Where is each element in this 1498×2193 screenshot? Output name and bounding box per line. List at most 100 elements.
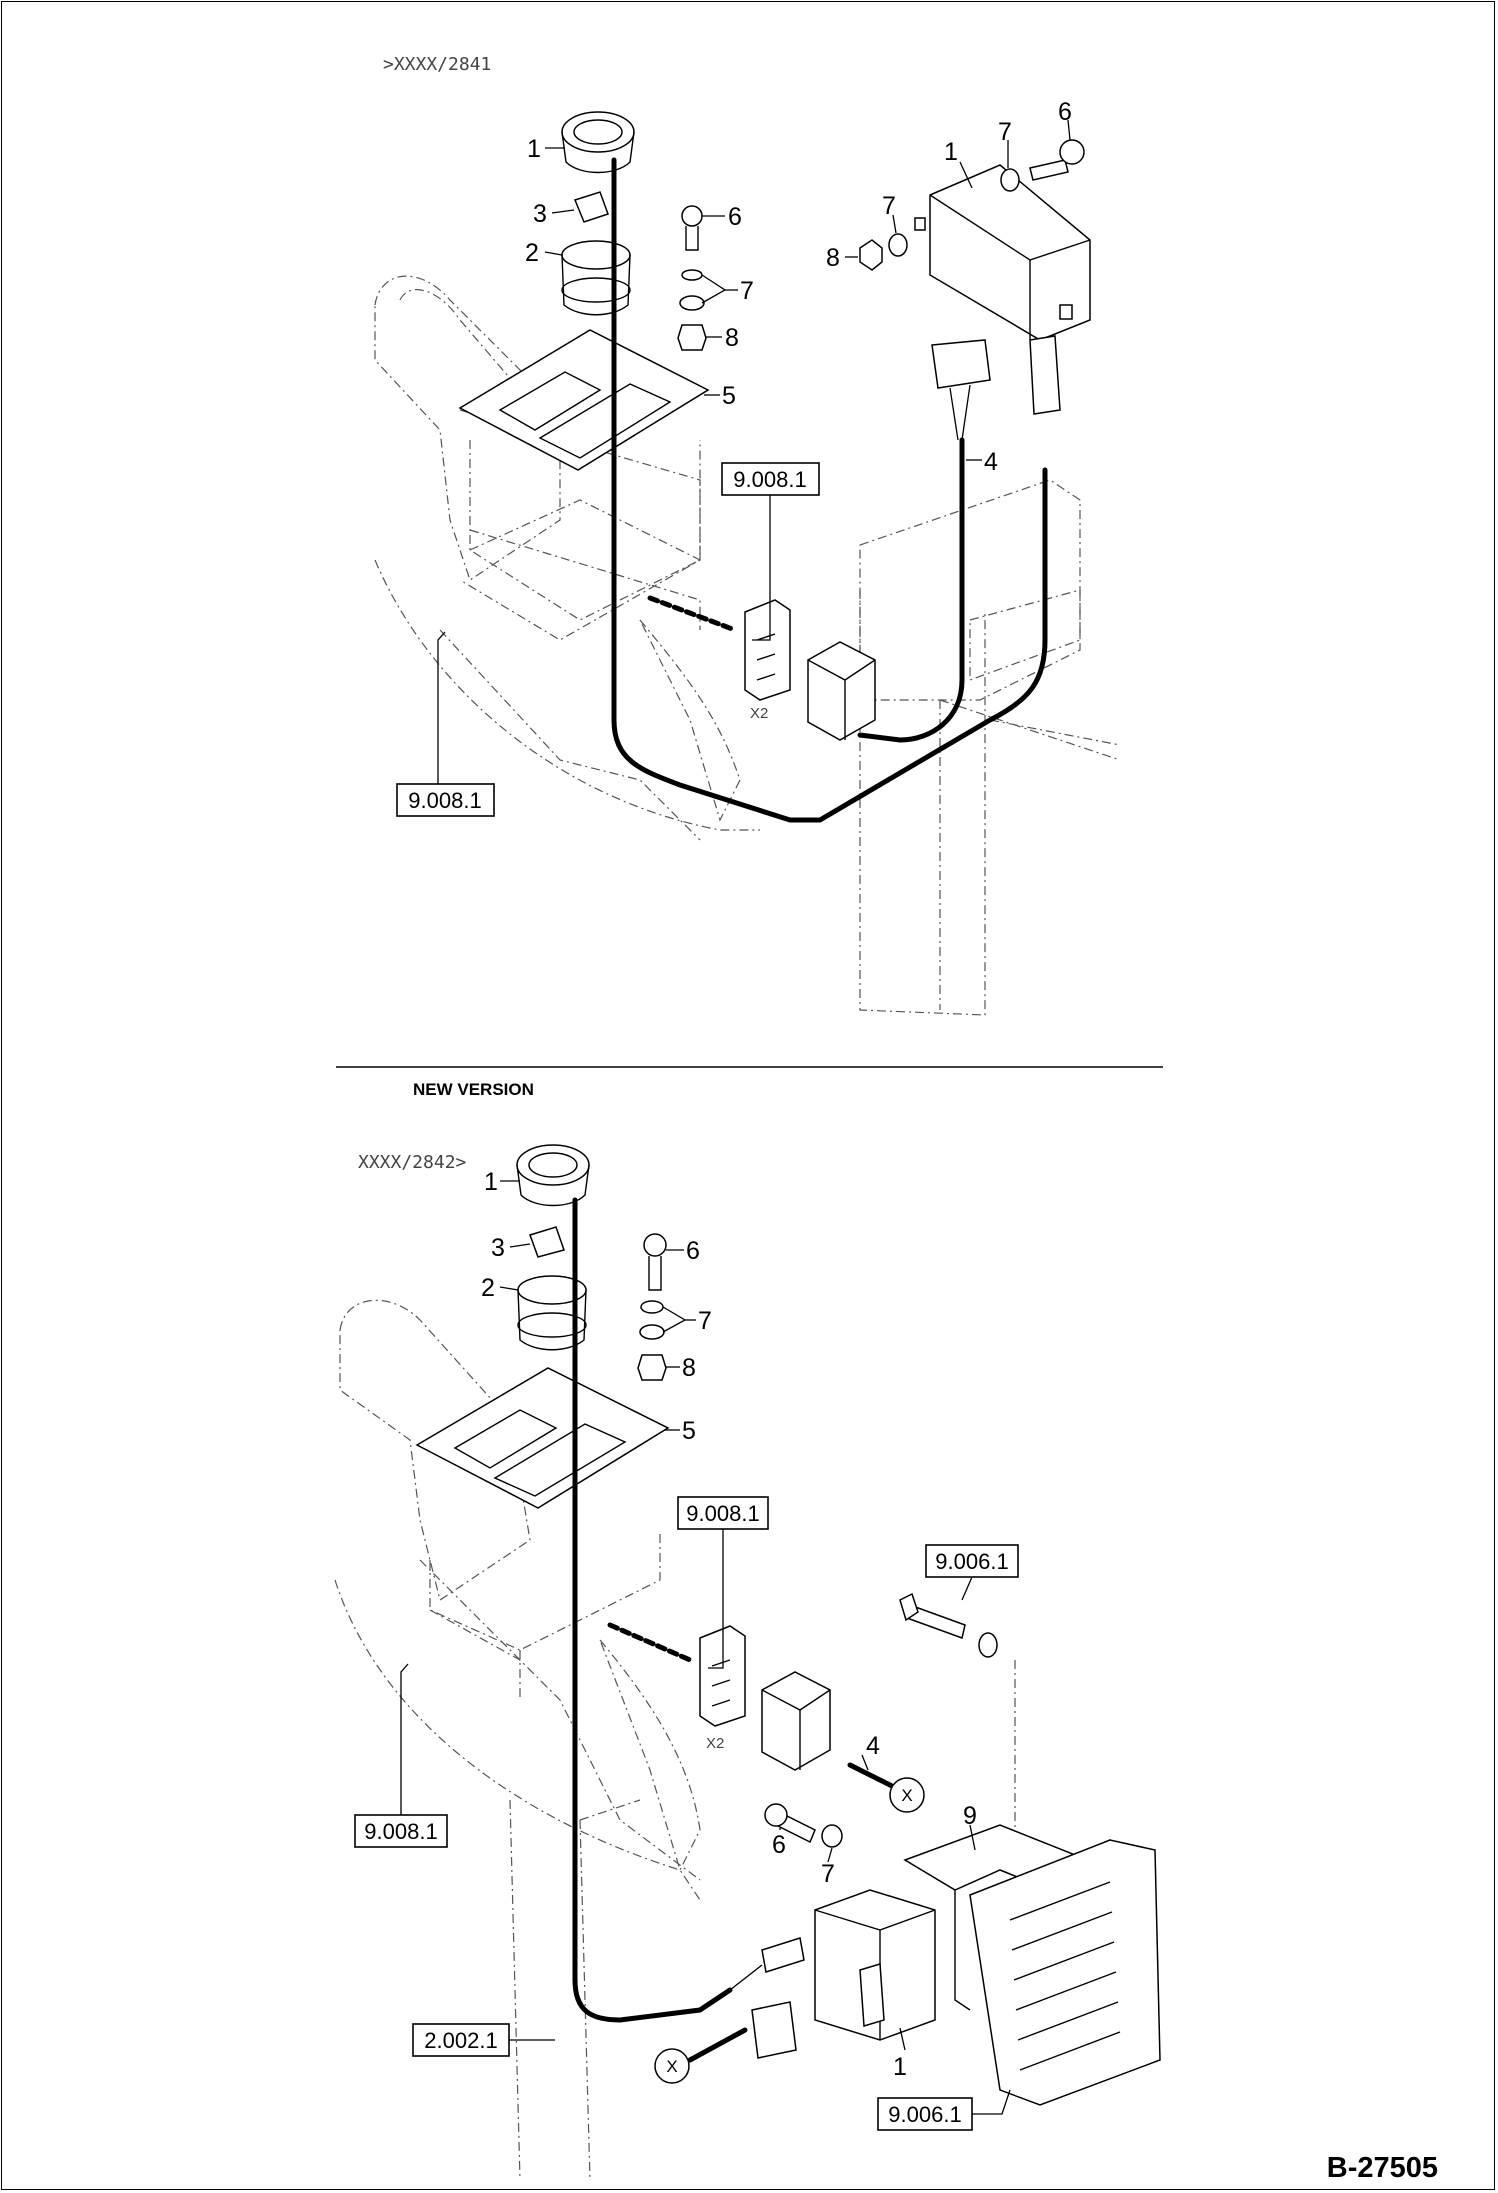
bottom-ref-cable: 2.002.1 (412, 2023, 555, 2057)
bottom-junction-mark-2 (654, 2048, 690, 2084)
bottom-callouts: 1 3 2 6 7 8 5 4 9 6 7 1 (481, 1168, 977, 2081)
bottom-cable-plug (761, 1937, 805, 1973)
top-module-nut (859, 239, 883, 271)
top-frame-outline-5 (374, 559, 760, 831)
bottom-washer-2 (639, 1324, 665, 1340)
bottom-module-pins (859, 1963, 885, 2027)
bottom-callout-bracket-washer: 7 (821, 1860, 835, 1888)
bottom-socket-block-edges (761, 1689, 831, 1770)
bottom-connector-x2 (699, 1625, 746, 1727)
bottom-ref-bolt-text: 9.006.1 (935, 1549, 1008, 1574)
bottom-bracket-washer (821, 1824, 843, 1848)
top-harness-plug (931, 339, 991, 389)
bottom-callout-ignition-ring: 1 (484, 1168, 498, 1196)
bottom-callout-bracket: 9 (963, 1802, 977, 1830)
top-ignition-ring-inner (573, 119, 623, 145)
top-floor-line (939, 699, 1121, 761)
bottom-pillar (509, 1799, 641, 2181)
bottom-junction-mark-2-text: X (666, 2057, 677, 2076)
top-switch-ring (561, 277, 631, 303)
top-module-screw-head (1059, 139, 1085, 165)
bottom-harness-4 (847, 1762, 903, 1793)
bottom-connector-x2-pins (711, 1659, 731, 1707)
bottom-callout-key: 3 (491, 1234, 505, 1262)
top-harness-4 (857, 437, 965, 743)
top-module-tab-2 (914, 217, 926, 231)
top-callout-plate: 5 (722, 382, 736, 410)
bottom-switch-ring (517, 1312, 587, 1338)
top-console-box (469, 440, 701, 621)
top-callout-module: 1 (944, 138, 958, 166)
top-module-plug (1029, 335, 1061, 415)
bottom-bracket-screw-head (764, 1803, 788, 1827)
bottom-ref-connector: 9.008.1 (677, 1496, 769, 1669)
bottom-junction-mark-1-text: X (901, 1786, 912, 1805)
top-washer-1 (681, 269, 703, 281)
top-view: >XXXX/2841 (374, 54, 1121, 1016)
bottom-harness-x (687, 2027, 748, 2063)
bottom-console-box (429, 1530, 661, 1651)
bottom-bracket-edge (954, 1890, 971, 2011)
bottom-ref-bolt: 9.006.1 (925, 1544, 1019, 1601)
bottom-screw-shank (648, 1256, 662, 1291)
bottom-connector-label: X2 (706, 1735, 724, 1752)
top-callout-module-screw: 6 (1058, 98, 1072, 126)
top-connector-label: X2 (750, 705, 768, 722)
bottom-ignition-ring (516, 1144, 590, 1186)
top-callout-key: 3 (533, 200, 547, 228)
top-plate-slot-1 (498, 371, 602, 431)
top-control-module (929, 164, 1091, 341)
bottom-ref-panel-text: 9.008.1 (364, 1819, 437, 1844)
bottom-key-icon (529, 1226, 565, 1258)
bottom-console-box-2 (429, 1609, 521, 1700)
bottom-ignition-ring-body (516, 1164, 590, 1207)
top-bracket-outline-2 (969, 589, 1081, 681)
bottom-frame-outline-1 (339, 1299, 531, 1601)
bottom-callout-washers: 7 (698, 1307, 712, 1335)
bottom-frame-outline-2 (334, 1579, 701, 1901)
bottom-plate-slot-2 (493, 1423, 627, 1497)
top-floor-line-2 (989, 719, 1121, 746)
top-callout-washers: 7 (740, 277, 754, 305)
top-module-tab (1059, 304, 1073, 320)
bottom-callout-harness: 4 (866, 1732, 880, 1760)
top-callout-ignition-ring: 1 (527, 135, 541, 163)
top-callout-module-nut: 8 (826, 244, 840, 272)
top-side-panel (639, 619, 741, 822)
top-switch (561, 240, 631, 270)
bottom-ignition-ring-inner (528, 1152, 578, 1178)
bottom-bracket-bolt-washer (978, 1632, 998, 1658)
top-callout-switch: 2 (525, 239, 539, 267)
bottom-washer-1 (640, 1300, 664, 1314)
bottom-ref-bracket: 9.006.1 (877, 2089, 1011, 2131)
drawing-code: B-27505 (1327, 2152, 1438, 2184)
top-ref-connector: 9.008.1 (721, 462, 820, 641)
top-connector-x2-pins (756, 633, 776, 681)
top-switch-body (561, 254, 631, 316)
bottom-callout-module: 1 (893, 2053, 907, 2081)
top-callout-nut: 8 (725, 324, 739, 352)
top-ref-panel: 9.008.1 (396, 631, 495, 817)
bottom-view: XXXX/2842> (334, 1144, 1161, 2181)
top-callout-module-washer-left: 7 (882, 192, 896, 220)
bottom-callout-plate: 5 (682, 1417, 696, 1445)
bottom-serial-range: XXXX/2842> (358, 1152, 467, 1173)
bottom-frame-outline-3 (419, 1559, 701, 1881)
top-main-cable (611, 157, 1048, 823)
bottom-mounting-plate (415, 1367, 670, 1509)
bottom-bracket-bolt-head (899, 1592, 919, 1622)
top-ref-panel-text: 9.008.1 (408, 788, 481, 813)
bottom-callout-screw: 6 (686, 1237, 700, 1265)
bottom-screw-head (643, 1233, 667, 1257)
bottom-ref-bracket-text: 9.006.1 (888, 2102, 961, 2127)
bottom-callout-switch: 2 (481, 1274, 495, 1302)
bottom-main-cable (572, 1197, 733, 2023)
bottom-cable-plug-lead (729, 1964, 763, 1991)
top-connector-x2 (744, 599, 791, 701)
top-module-screw (1029, 159, 1069, 181)
top-screw-head (681, 205, 703, 227)
top-socket-block (807, 641, 876, 741)
top-frame-outline-2 (399, 289, 521, 391)
top-key-icon (573, 191, 609, 223)
